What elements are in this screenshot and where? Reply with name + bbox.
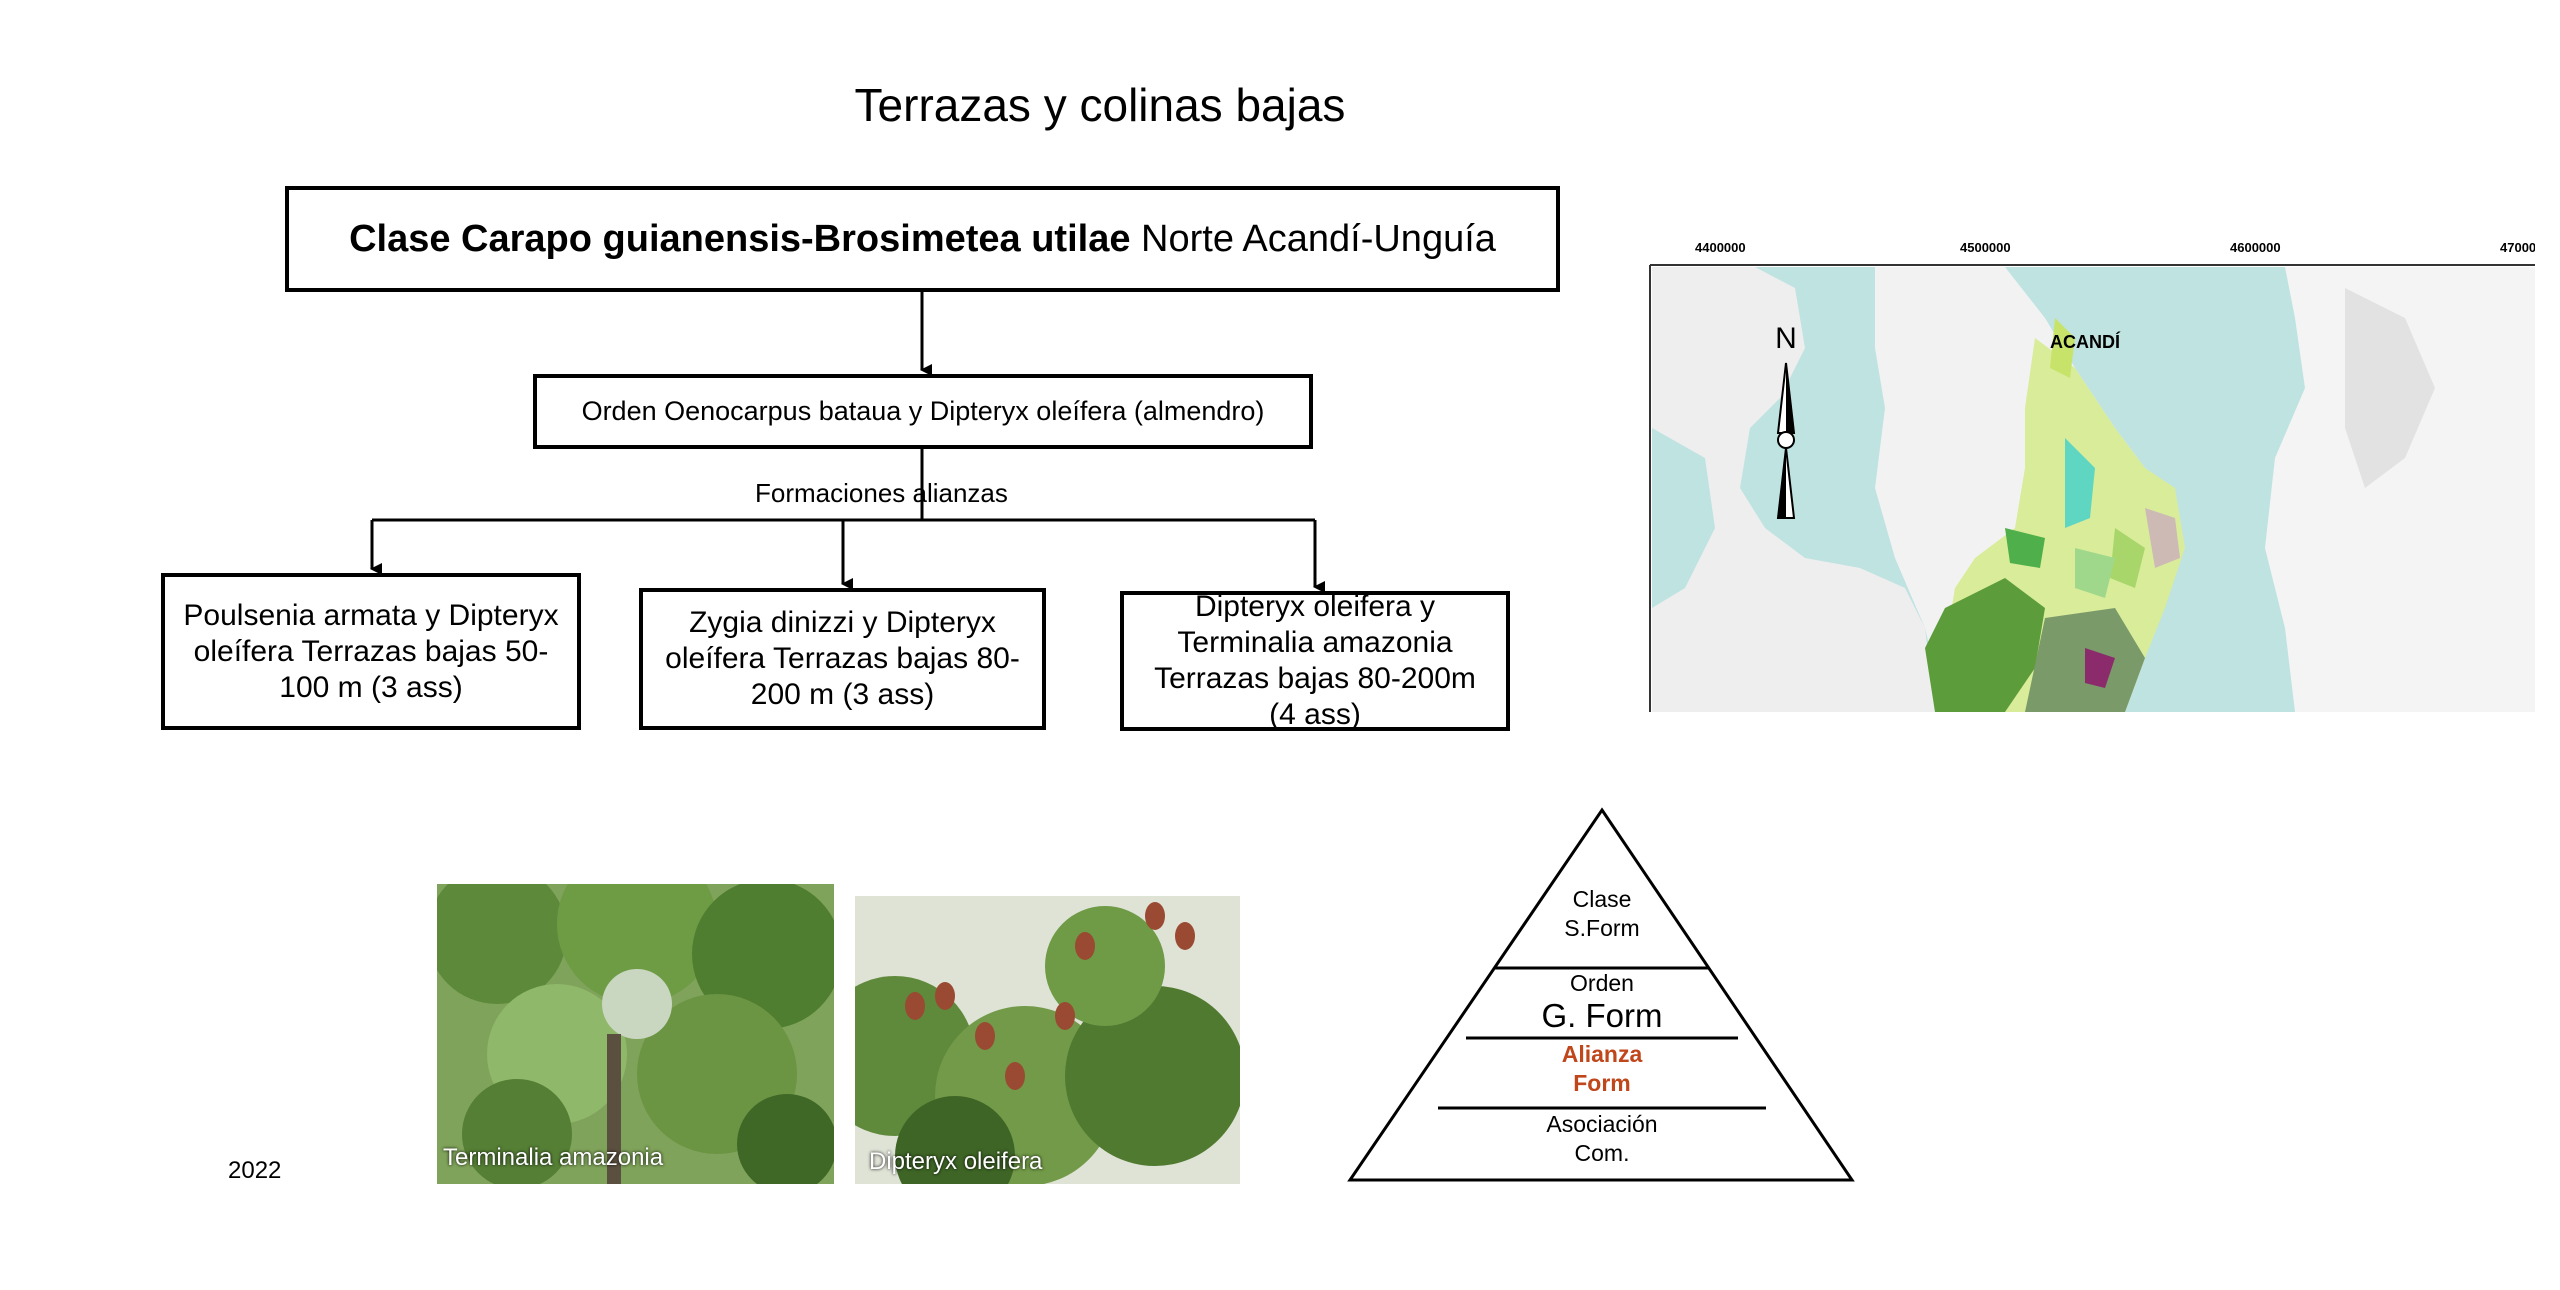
alianza-box-3: Dipteryx oleifera y Terminalia amazonia … bbox=[1120, 590, 1510, 731]
orden-box: Orden Oenocarpus bataua y Dipteryx oleíf… bbox=[533, 374, 1313, 449]
north-arrow-icon bbox=[1776, 362, 1796, 519]
map-x-tick: 4500000 bbox=[1960, 240, 2011, 255]
year-label: 2022 bbox=[228, 1157, 282, 1184]
alianza-box-1: Poulsenia armata y Dipteryx oleífera Ter… bbox=[161, 573, 581, 730]
formaciones-label: Formaciones alianzas bbox=[755, 478, 1008, 508]
photo-terminalia: Terminalia amazonia bbox=[437, 884, 834, 1184]
photo-caption: Dipteryx oleifera bbox=[869, 1148, 1043, 1175]
north-label: N bbox=[1775, 322, 1797, 355]
clase-name: Clase Carapo guianensis-Brosimetea utila… bbox=[349, 217, 1131, 260]
alianza-box-2: Zygia dinizzi y Dipteryx oleífera Terraz… bbox=[639, 588, 1046, 730]
page-title: Terrazas y colinas bajas bbox=[854, 79, 1346, 131]
map-place-label: ACANDÍ bbox=[2050, 331, 2121, 352]
map-x-tick: 4400000 bbox=[1695, 240, 1746, 255]
photo-dipteryx: Dipteryx oleifera bbox=[855, 896, 1240, 1184]
map-x-tick: 47000 bbox=[2500, 240, 2535, 255]
clase-region: Norte Acandí-Unguía bbox=[1130, 217, 1496, 260]
photo-caption: Terminalia amazonia bbox=[443, 1144, 664, 1171]
map-x-tick: 4600000 bbox=[2230, 240, 2281, 255]
clase-box: Clase Carapo guianensis-Brosimetea utila… bbox=[285, 186, 1560, 292]
pyramid-level-orden: Orden G. Form bbox=[1541, 970, 1663, 1034]
vegetation-map: 4400000 4500000 4600000 47000 2500000 24… bbox=[1626, 228, 2536, 712]
